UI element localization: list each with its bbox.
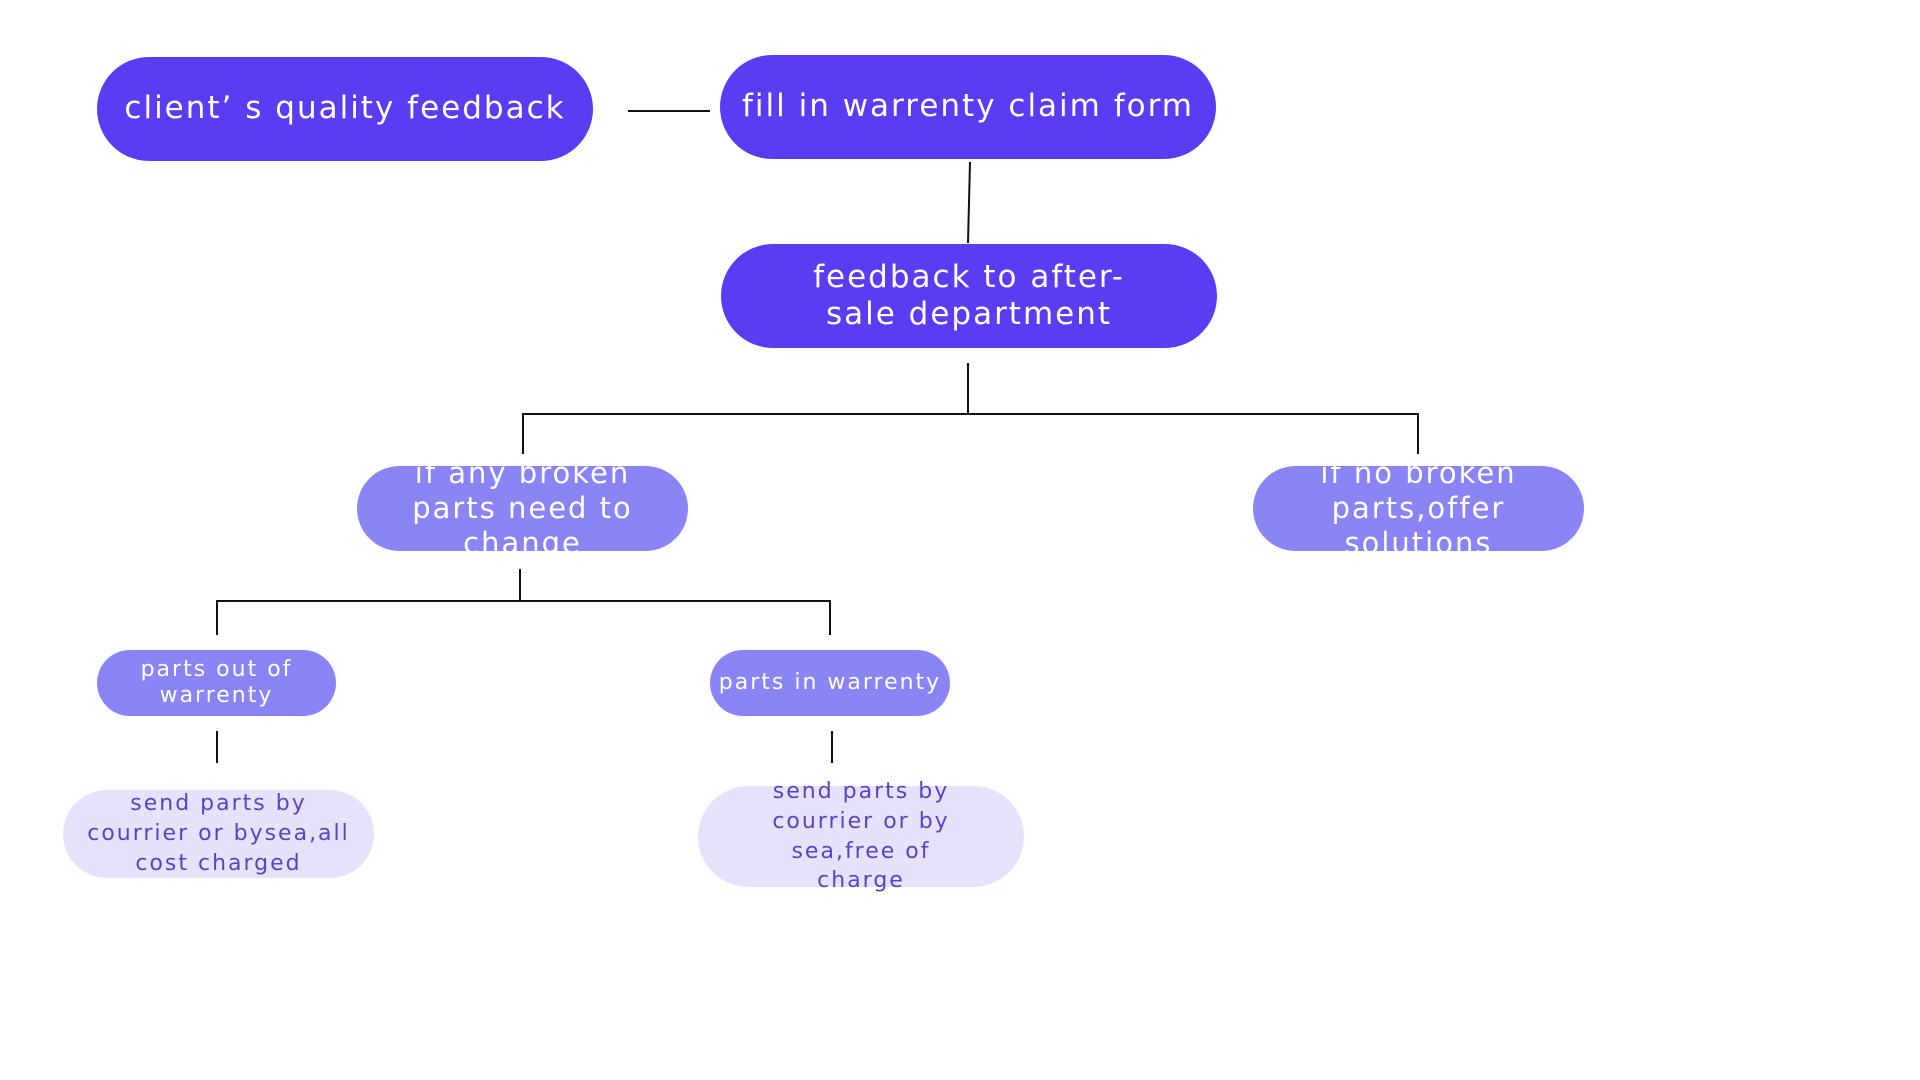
broken-parts-node: if any broken parts need to change (357, 456, 688, 560)
after-sale-node: feedback to after-sale department (721, 244, 1217, 348)
connector-form-to-aftersale (967, 161, 971, 244)
charged-shipping-node: send parts by courrier or bysea,all cost… (63, 790, 374, 878)
free-shipping-node: send parts by courrier or by sea,free of… (698, 779, 1024, 893)
after-sale-label: feedback to after-sale department (813, 258, 1125, 332)
connector-broken-branch (216, 569, 521, 635)
claim-form-node: fill in warrenty claim form (720, 55, 1216, 159)
connector-aftersale-branch-right (968, 413, 1419, 454)
no-broken-parts-node: if no broken parts,offer solutions (1253, 456, 1584, 560)
claim-form-label: fill in warrenty claim form (741, 88, 1194, 125)
broken-parts-label: if any broken parts need to change (412, 456, 633, 560)
client-feedback-node: client’ s quality feedback (97, 57, 593, 161)
out-of-warranty-label: parts out of warrenty (140, 656, 293, 708)
in-warranty-label: parts in warrenty (718, 669, 942, 695)
client-feedback-label: client’ s quality feedback (124, 90, 566, 127)
out-of-warranty-node: parts out of warrenty (97, 650, 336, 716)
free-shipping-label: send parts by courrier or by sea,free of… (772, 779, 950, 894)
no-broken-parts-label: if no broken parts,offer solutions (1320, 456, 1517, 560)
charged-shipping-label: send parts by courrier or bysea,all cost… (87, 791, 350, 876)
in-warranty-node: parts in warrenty (710, 650, 950, 716)
connector-broken-branch-right (520, 600, 831, 635)
connector-aftersale-branch (522, 363, 969, 454)
